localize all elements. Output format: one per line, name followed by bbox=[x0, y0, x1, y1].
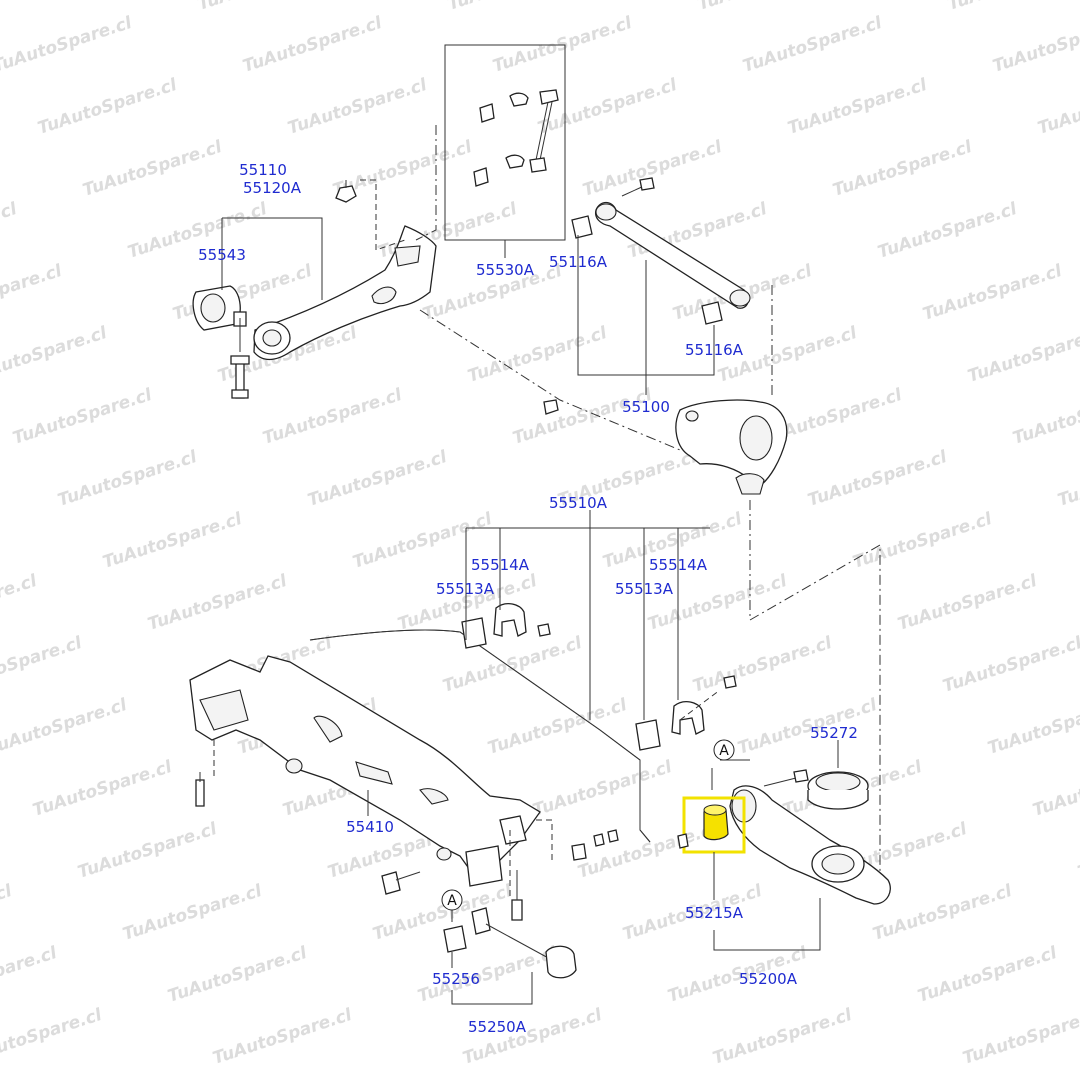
callout-55215A[interactable]: 55215A bbox=[685, 904, 744, 922]
upper-arm-part bbox=[543, 177, 751, 415]
watermark-text: TuAutoSpare.cl bbox=[0, 199, 20, 263]
watermark-text: TuAutoSpare.cl bbox=[485, 695, 630, 759]
watermark-text: TuAutoSpare.cl bbox=[830, 137, 975, 201]
watermark-text: TuAutoSpare.cl bbox=[915, 943, 1060, 1007]
watermark-text: TuAutoSpare.cl bbox=[805, 447, 950, 511]
watermark-text: TuAutoSpare.cl bbox=[240, 13, 385, 77]
watermark-text: TuAutoSpare.cl bbox=[0, 13, 135, 77]
watermark-text: TuAutoSpare.cl bbox=[165, 943, 310, 1007]
watermark-text: TuAutoSpare.cl bbox=[1075, 819, 1080, 883]
callout-55510A[interactable]: 55510A bbox=[549, 494, 608, 512]
watermark-text: TuAutoSpare.cl bbox=[145, 571, 290, 635]
callout-55514A-left[interactable]: 55514A bbox=[471, 556, 530, 574]
watermark-text: TuAutoSpare.cl bbox=[0, 323, 110, 387]
watermark-text: TuAutoSpare.cl bbox=[735, 695, 880, 759]
watermark-text: TuAutoSpare.cl bbox=[0, 261, 65, 325]
watermark-text: TuAutoSpare.cl bbox=[740, 13, 885, 77]
highlighted-bushing-part bbox=[677, 796, 746, 854]
lateral-link-part bbox=[443, 907, 577, 979]
watermark-text: TuAutoSpare.cl bbox=[0, 943, 60, 1007]
watermark-text: TuAutoSpare.cl bbox=[920, 261, 1065, 325]
ref-mark-a-left: A bbox=[447, 893, 457, 909]
callout-55272[interactable]: 55272 bbox=[810, 724, 858, 742]
watermark-text: TuAutoSpare.cl bbox=[870, 881, 1015, 945]
callout-55200A[interactable]: 55200A bbox=[739, 970, 798, 988]
watermark-text: TuAutoSpare.cl bbox=[465, 323, 610, 387]
watermark-text: TuAutoSpare.cl bbox=[1035, 75, 1080, 139]
stabilizer-link-part bbox=[473, 89, 559, 187]
callout-55116A-mid[interactable]: 55116A bbox=[685, 341, 744, 359]
callout-55514A-right[interactable]: 55514A bbox=[649, 556, 708, 574]
watermark-text: TuAutoSpare.cl bbox=[195, 0, 340, 15]
watermark-text: TuAutoSpare.cl bbox=[965, 323, 1080, 387]
watermark-text: TuAutoSpare.cl bbox=[0, 0, 90, 15]
callout-55250A[interactable]: 55250A bbox=[468, 1018, 527, 1036]
watermark-text: TuAutoSpare.cl bbox=[305, 447, 450, 511]
callout-55256[interactable]: 55256 bbox=[432, 970, 480, 988]
watermark-text: TuAutoSpare.cl bbox=[990, 13, 1080, 77]
watermark-text: TuAutoSpare.cl bbox=[445, 0, 590, 15]
watermark-text: TuAutoSpare.cl bbox=[510, 385, 655, 449]
watermark-text: TuAutoSpare.cl bbox=[10, 385, 155, 449]
watermark-text: TuAutoSpare.cl bbox=[440, 633, 585, 697]
watermark-text: TuAutoSpare.cl bbox=[120, 881, 265, 945]
ref-circle-a-left bbox=[441, 889, 463, 911]
lower-arm-part bbox=[729, 769, 891, 905]
watermark-text: TuAutoSpare.cl bbox=[0, 1005, 105, 1069]
watermark-text: TuAutoSpare.cl bbox=[850, 509, 995, 573]
watermark-text: TuAutoSpare.cl bbox=[0, 571, 40, 635]
callout-55513A-left[interactable]: 55513A bbox=[436, 580, 495, 598]
callout-55410[interactable]: 55410 bbox=[346, 818, 394, 836]
watermark-text: TuAutoSpare.cl bbox=[940, 633, 1080, 697]
watermark-text: TuAutoSpare.cl bbox=[1010, 385, 1080, 449]
watermark-text: TuAutoSpare.cl bbox=[75, 819, 220, 883]
watermark-text: TuAutoSpare.cl bbox=[1030, 757, 1080, 821]
watermark-text: TuAutoSpare.cl bbox=[710, 1005, 855, 1069]
callout-55100[interactable]: 55100 bbox=[622, 398, 670, 416]
crossmember-part bbox=[189, 655, 541, 921]
callout-55513A-right[interactable]: 55513A bbox=[615, 580, 674, 598]
watermark-text: TuAutoSpare.cl bbox=[985, 695, 1080, 759]
watermark-text: TuAutoSpare.cl bbox=[285, 75, 430, 139]
watermark-text: TuAutoSpare.cl bbox=[690, 633, 835, 697]
callout-55110[interactable]: 55110 bbox=[239, 161, 287, 179]
trailing-arm-part bbox=[192, 180, 437, 399]
watermark-text: TuAutoSpare.cl bbox=[695, 0, 840, 15]
watermark-text: TuAutoSpare.cl bbox=[100, 509, 245, 573]
callout-55120A[interactable]: 55120A bbox=[243, 179, 302, 197]
watermark-text: TuAutoSpare.cl bbox=[30, 757, 175, 821]
watermark-text: TuAutoSpare.cl bbox=[0, 881, 15, 945]
watermark-text: TuAutoSpare.cl bbox=[35, 75, 180, 139]
callout-55530A[interactable]: 55530A bbox=[476, 261, 535, 279]
callout-55543[interactable]: 55543 bbox=[198, 246, 246, 264]
watermark-text: TuAutoSpare.cl bbox=[1055, 447, 1080, 511]
watermark-text: TuAutoSpare.cl bbox=[55, 447, 200, 511]
watermark-text: TuAutoSpare.cl bbox=[260, 385, 405, 449]
watermark-text: TuAutoSpare.cl bbox=[210, 1005, 355, 1069]
knuckle-part bbox=[675, 399, 788, 495]
watermark-text: TuAutoSpare.cl bbox=[960, 1005, 1080, 1069]
ref-mark-a-right: A bbox=[719, 743, 729, 759]
watermark-text: TuAutoSpare.cl bbox=[0, 633, 85, 697]
watermark-text: TuAutoSpare.cl bbox=[580, 137, 725, 201]
spring-seat-part bbox=[807, 771, 869, 810]
watermark-text: TuAutoSpare.cl bbox=[535, 75, 680, 139]
watermark-text: TuAutoSpare.cl bbox=[895, 571, 1040, 635]
watermark-text: TuAutoSpare.cl bbox=[945, 0, 1080, 15]
ref-circle-a-right bbox=[713, 739, 735, 761]
callout-55116A-top[interactable]: 55116A bbox=[549, 253, 608, 271]
watermark-text: TuAutoSpare.cl bbox=[0, 695, 130, 759]
watermark-text: TuAutoSpare.cl bbox=[80, 137, 225, 201]
watermark-text: TuAutoSpare.cl bbox=[875, 199, 1020, 263]
watermark-text: TuAutoSpare.cl bbox=[785, 75, 930, 139]
watermark-text: TuAutoSpare.cl bbox=[460, 1005, 605, 1069]
stabilizer-bar-part bbox=[309, 602, 737, 861]
watermark-text: TuAutoSpare.cl bbox=[530, 757, 675, 821]
